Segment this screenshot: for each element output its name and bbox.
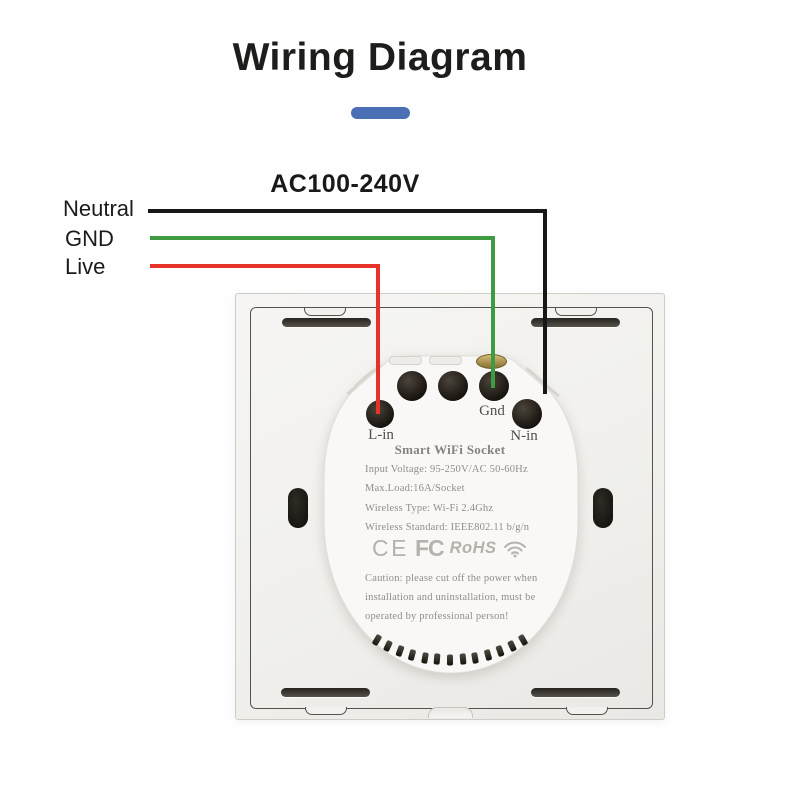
terminal-hole-1 [397, 371, 427, 401]
spec-wireless-type: Wireless Type: Wi-Fi 2.4Ghz [365, 502, 494, 514]
gnd-wire-horizontal [150, 236, 495, 240]
neutral-wire-vertical [543, 209, 547, 394]
mounting-slot-top-right [531, 318, 620, 327]
wire-label-live: Live [65, 254, 106, 279]
fixing-tab-top-left [304, 308, 346, 316]
neutral-wire-horizontal [148, 209, 547, 213]
vent-dash [447, 654, 453, 666]
socket-module-body [323, 355, 579, 674]
voltage-label: AC100-240V [270, 170, 420, 198]
live-wire-vertical [376, 264, 380, 414]
caution-line-1: Caution: please cut off the power when [365, 573, 538, 584]
fixing-tab-bottom-left [305, 707, 347, 715]
gnd-wire-vertical [491, 236, 495, 388]
fixing-tab-bottom-right [566, 707, 608, 715]
title-accent-bar [351, 107, 410, 119]
mounting-slot-top-left [282, 318, 371, 327]
caution-line-3: operated by professional person! [365, 611, 509, 622]
module-top-slot-left [389, 356, 422, 365]
wire-label-neutral: Neutral [63, 196, 134, 221]
ce-mark: CE [372, 534, 409, 561]
vent-dash [459, 653, 467, 666]
spec-max-load: Max.Load:16A/Socket [365, 483, 465, 495]
plate-bottom-notch [428, 707, 473, 718]
module-top-slot-right [429, 356, 462, 365]
side-screw-hole-left [288, 488, 308, 528]
caution-line-2: installation and uninstallation, must be [365, 592, 536, 603]
terminal-hole-l-in [366, 400, 394, 428]
terminal-hole-n-in [512, 399, 542, 429]
fcc-mark: FC [414, 534, 445, 561]
terminal-label-n-in: N-in [510, 428, 538, 444]
spec-input-voltage: Input Voltage: 95-250V/AC 50-60Hz [365, 464, 528, 475]
mounting-slot-bottom-left [281, 688, 370, 697]
device-specs: Input Voltage: 95-250V/AC 50-60Hz Max.Lo… [365, 460, 560, 538]
wifi-signal-icon [503, 541, 526, 557]
terminal-label-gnd: Gnd [479, 403, 505, 419]
terminal-label-l-in: L-in [368, 427, 394, 443]
fixing-tab-top-right [555, 308, 597, 316]
certification-row: CE FC RoHS [372, 534, 540, 562]
terminal-hole-2 [438, 371, 468, 401]
module-outline [323, 355, 579, 674]
spec-wireless-standard: Wireless Standard: IEEE802.11 b/g/n [365, 522, 530, 534]
side-screw-hole-right [593, 488, 613, 528]
live-wire-horizontal [150, 264, 380, 268]
rohs-mark: RoHS [449, 538, 497, 557]
wire-label-gnd: GND [65, 226, 114, 251]
page-title: Wiring Diagram [232, 36, 528, 79]
device-name: Smart WiFi Socket [394, 442, 506, 457]
caution-text: Caution: please cut off the power when i… [365, 569, 560, 626]
mounting-slot-bottom-right [531, 688, 620, 697]
